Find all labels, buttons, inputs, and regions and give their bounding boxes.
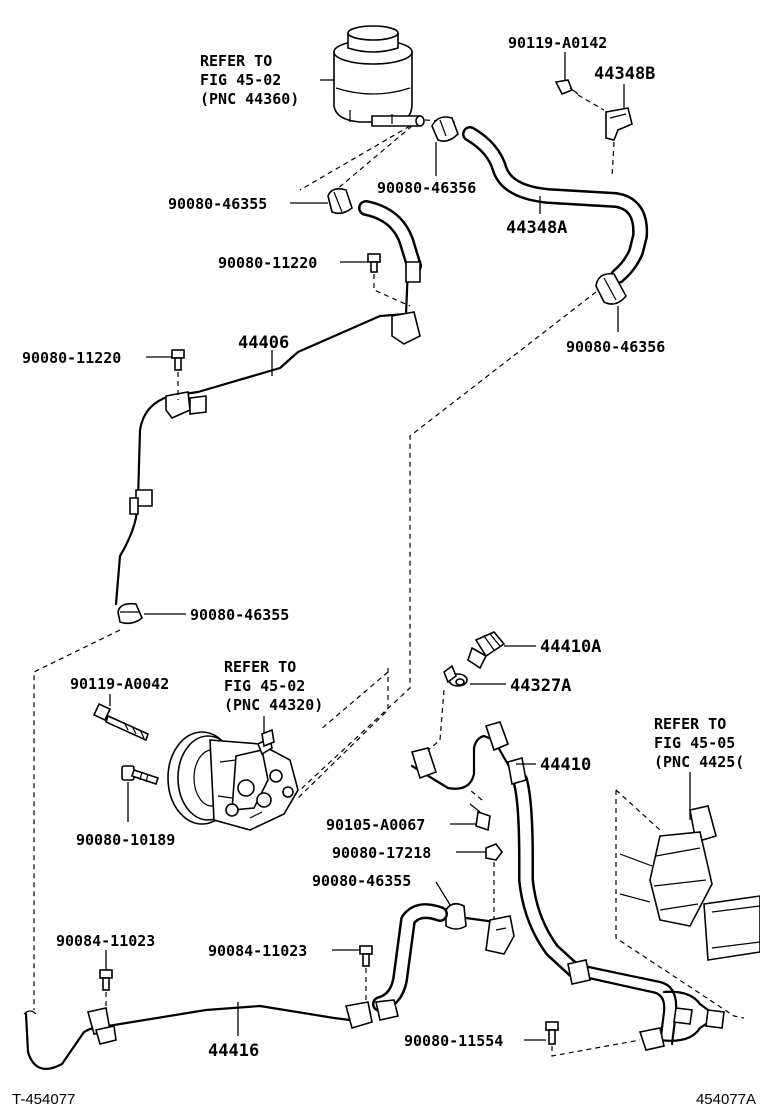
refer-pump-note[interactable]: REFER TO FIG 45-02 (PNC 44320) (224, 658, 323, 714)
label-90080-11220-left: 90080-11220 (22, 349, 121, 367)
refer-gear-line2: FIG 45-05 (654, 734, 735, 752)
label-44410: 44410 (540, 755, 591, 775)
refer-reservoir-line2: FIG 45-02 (200, 71, 281, 89)
bolt-90080-11554[interactable] (545, 1021, 559, 1045)
label-90105-a0067: 90105-A0067 (326, 816, 425, 834)
tube-44406-bracket-left[interactable] (165, 391, 207, 419)
gear-line-fittings[interactable] (658, 990, 725, 1042)
refer-gear-line1: REFER TO (654, 715, 726, 733)
label-44416: 44416 (208, 1041, 259, 1061)
refer-pump-line3: (PNC 44320) (224, 696, 323, 714)
power-steering-pump[interactable] (167, 728, 299, 831)
clamp-90080-46355-low[interactable] (445, 902, 467, 930)
refer-gear-line3: (PNC 4425( (654, 753, 744, 771)
label-90080-46355-low: 90080-46355 (312, 872, 411, 890)
bolt-90119-a0042[interactable] (92, 702, 149, 742)
clip-90119-a0142[interactable] (554, 79, 579, 96)
tube-44406-bracket-lower[interactable] (129, 489, 153, 515)
label-44348b: 44348B (594, 64, 655, 84)
tube-44406-bracket-upper[interactable] (391, 261, 421, 345)
reservoir-tank[interactable] (333, 25, 425, 127)
bolt-90080-11220-left[interactable] (171, 349, 185, 371)
tube-bracket-center[interactable] (464, 915, 515, 955)
tube-44410[interactable] (410, 726, 678, 1046)
tube-44416-brackets[interactable] (87, 999, 399, 1045)
label-90119-a0142: 90119-A0142 (508, 34, 607, 52)
label-44406: 44406 (238, 333, 289, 353)
union-44410a[interactable] (467, 631, 506, 670)
refer-reservoir-line1: REFER TO (200, 52, 272, 70)
refer-pump-line1: REFER TO (224, 658, 296, 676)
label-90084-11023-mid: 90084-11023 (208, 942, 307, 960)
return-hose-lower[interactable] (372, 903, 448, 1012)
refer-gear-note[interactable]: REFER TO FIG 45-05 (PNC 4425( (654, 715, 744, 771)
hose-44348a[interactable] (462, 126, 649, 284)
label-90080-11554: 90080-11554 (404, 1032, 503, 1050)
bolt-90080-10189[interactable] (121, 765, 160, 786)
label-90080-46355-top: 90080-46355 (168, 195, 267, 213)
label-90080-46356-right: 90080-46356 (566, 338, 665, 356)
label-44327a: 44327A (510, 676, 571, 696)
tube-44406[interactable] (114, 266, 418, 606)
refer-reservoir-line3: (PNC 44360) (200, 90, 299, 108)
label-90084-11023-left: 90084-11023 (56, 932, 155, 950)
label-44410a: 44410A (540, 637, 601, 657)
bolt-90084-11023-left[interactable] (99, 969, 113, 991)
label-90080-11220-upper: 90080-11220 (218, 254, 317, 272)
clamp-90080-46356-top[interactable] (431, 116, 459, 142)
label-90080-46355-mid: 90080-46355 (190, 606, 289, 624)
refer-reservoir-note[interactable]: REFER TO FIG 45-02 (PNC 44360) (200, 52, 299, 108)
clamp-90080-46355-mid[interactable] (117, 602, 143, 625)
nut-90080-17218[interactable] (485, 843, 503, 861)
label-90080-10189: 90080-10189 (76, 831, 175, 849)
label-90080-46356-top: 90080-46356 (377, 179, 476, 197)
bolt-90084-11023-mid[interactable] (359, 945, 373, 967)
refer-pump-line2: FIG 45-02 (224, 677, 305, 695)
bracket-44348b[interactable] (605, 107, 633, 141)
gasket-44327a[interactable] (443, 664, 468, 687)
steering-gear[interactable] (619, 805, 760, 961)
clamp-90080-46356-right[interactable] (595, 272, 627, 305)
label-90080-17218: 90080-17218 (332, 844, 431, 862)
return-hose-upper[interactable] (358, 200, 422, 274)
gear-line-bracket[interactable] (638, 1027, 665, 1051)
clamp-90080-46355-top[interactable] (327, 188, 353, 215)
label-90119-a0042: 90119-A0042 (70, 675, 169, 693)
tube-44416[interactable] (24, 996, 352, 1070)
footer-left-code: T-454077 (12, 1091, 75, 1108)
footer-right-code: 454077A (696, 1091, 756, 1108)
label-44348a: 44348A (506, 218, 567, 238)
tube-44410-fittings[interactable] (410, 721, 591, 985)
bolt-90105-a0067[interactable] (469, 803, 491, 832)
bolt-90080-11220-upper[interactable] (367, 253, 381, 273)
